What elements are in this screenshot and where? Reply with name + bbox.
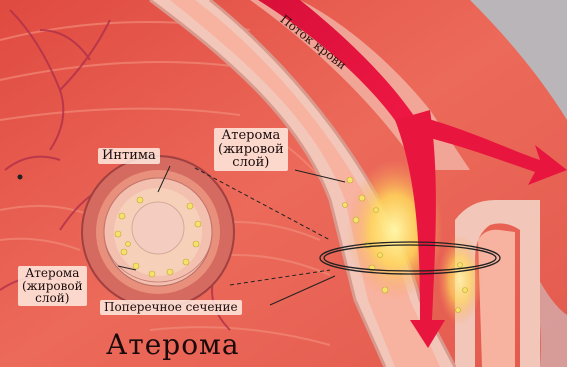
atheroma-left-line-1: Атерома (22, 267, 83, 280)
diagram-title: Атерома (106, 328, 240, 361)
atheroma-top-line-2: (жировой (218, 143, 284, 157)
atheroma-top-line-1: Атерома (218, 129, 284, 143)
intima-label: Интима (98, 148, 160, 164)
cross-section-label: Поперечное сечение (100, 300, 242, 315)
atheroma-top-line-3: слой) (218, 156, 284, 170)
atheroma-left-label: Атерома (жировой слой) (18, 266, 87, 306)
atheroma-top-label: Атерома (жировой слой) (214, 128, 288, 171)
cross-section (82, 156, 234, 308)
bullet-mark (18, 175, 23, 180)
atheroma-left-line-3: слой) (22, 292, 83, 305)
